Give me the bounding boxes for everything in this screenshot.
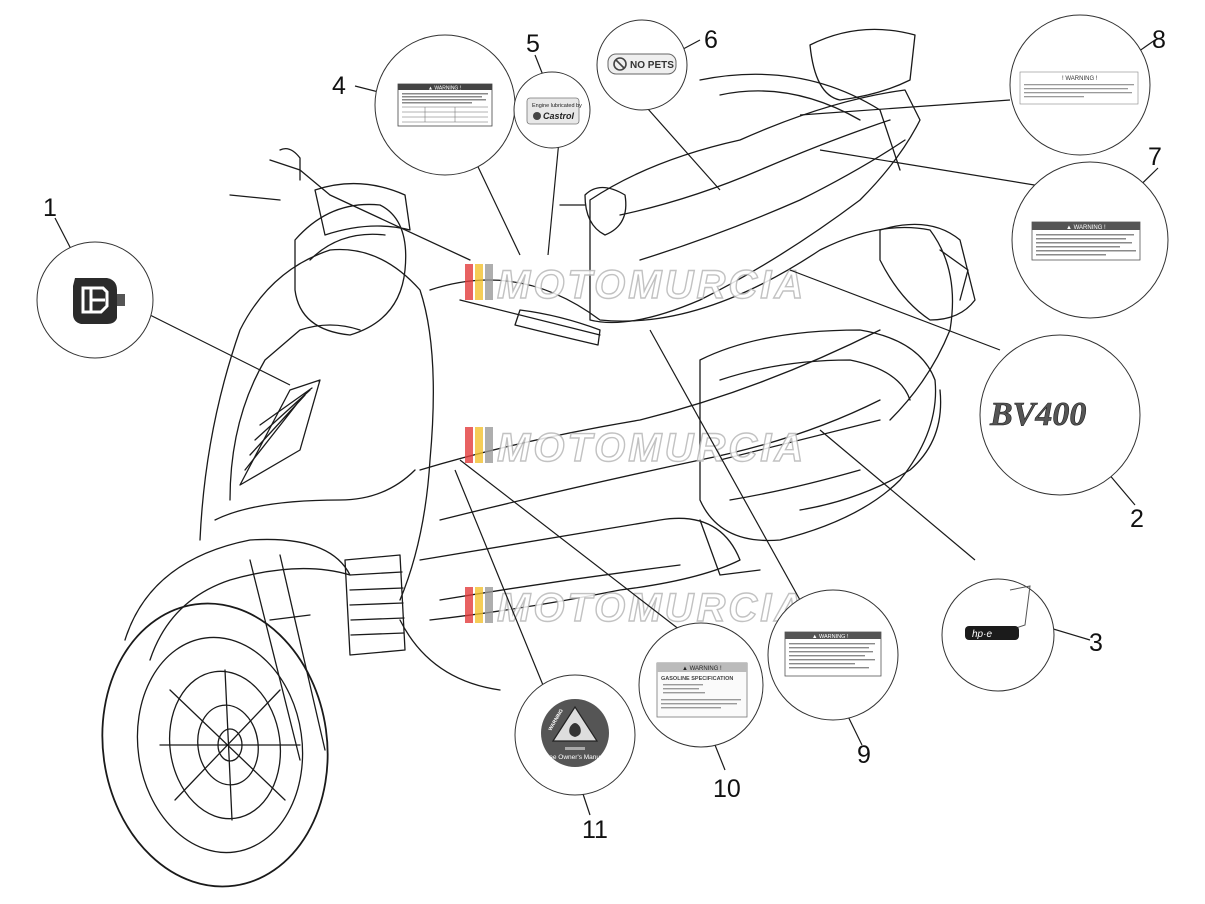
piaggio-logo-icon bbox=[73, 278, 125, 324]
svg-text:▲ WARNING !: ▲ WARNING ! bbox=[428, 86, 461, 92]
svg-text:NO PETS: NO PETS bbox=[630, 60, 674, 71]
bv400-logo: BV400 bbox=[989, 396, 1087, 434]
no-pets-label: NO PETS bbox=[607, 53, 677, 75]
warning-label-4: ▲ WARNING ! bbox=[397, 83, 493, 127]
callout-number-8: 8 bbox=[1152, 26, 1166, 54]
front-rim bbox=[136, 636, 304, 854]
callout-numbers: 1 2 3 4 5 6 7 8 9 10 11 bbox=[43, 26, 1166, 844]
callout-number-10: 10 bbox=[713, 775, 741, 803]
leader-lines bbox=[54, 39, 1159, 816]
svg-text:Castrol: Castrol bbox=[543, 111, 575, 121]
hpe-badge: hp·e bbox=[965, 585, 1031, 640]
watermark-text-2: MOTOMURCIA bbox=[497, 426, 806, 470]
scooter-drawing bbox=[101, 28, 976, 888]
castrol-label: Engine lubricated by Castrol bbox=[526, 97, 582, 125]
callout-number-4: 4 bbox=[332, 72, 346, 100]
svg-text:Engine lubricated by: Engine lubricated by bbox=[532, 103, 582, 109]
callout-number-2: 2 bbox=[1130, 505, 1144, 533]
watermark-text-1: MOTOMURCIA bbox=[497, 263, 806, 307]
brake-disc bbox=[168, 670, 282, 820]
warning-label-8: ! WARNING ! bbox=[1019, 71, 1139, 105]
svg-text:▲ WARNING !: ▲ WARNING ! bbox=[1066, 225, 1106, 231]
watermark-group: MOTOMURCIA MOTOMURCIA MOTOMURCIA bbox=[465, 262, 806, 631]
callout-circle-2 bbox=[979, 334, 1141, 496]
svg-text:See Owner's Manual: See Owner's Manual bbox=[545, 754, 606, 761]
callout-number-9: 9 bbox=[857, 741, 871, 769]
callout-number-1: 1 bbox=[43, 194, 57, 222]
front-tyre bbox=[101, 602, 329, 888]
warning-label-9: ▲ WARNING ! bbox=[784, 631, 882, 677]
svg-text:! WARNING !: ! WARNING ! bbox=[1062, 76, 1098, 82]
callout-number-11: 11 bbox=[582, 816, 608, 844]
callout-number-5: 5 bbox=[526, 30, 540, 58]
svg-text:hp·e: hp·e bbox=[972, 629, 992, 640]
callout-number-3: 3 bbox=[1089, 629, 1103, 657]
warning-label-7: ▲ WARNING ! bbox=[1031, 221, 1141, 261]
gasoline-warning-label: ▲ WARNING ! GASOLINE SPECIFICATION bbox=[656, 662, 748, 718]
owners-manual-sticker: See Owner's Manual WARNING bbox=[541, 699, 609, 767]
svg-text:GASOLINE SPECIFICATION: GASOLINE SPECIFICATION bbox=[661, 676, 733, 682]
svg-text:BV400: BV400 bbox=[989, 396, 1086, 433]
watermark-text-3: MOTOMURCIA bbox=[497, 586, 806, 630]
callout-number-7: 7 bbox=[1148, 143, 1162, 171]
svg-text:▲ WARNING !: ▲ WARNING ! bbox=[682, 666, 722, 672]
svg-text:▲ WARNING !: ▲ WARNING ! bbox=[812, 634, 849, 640]
callout-number-6: 6 bbox=[704, 26, 718, 54]
